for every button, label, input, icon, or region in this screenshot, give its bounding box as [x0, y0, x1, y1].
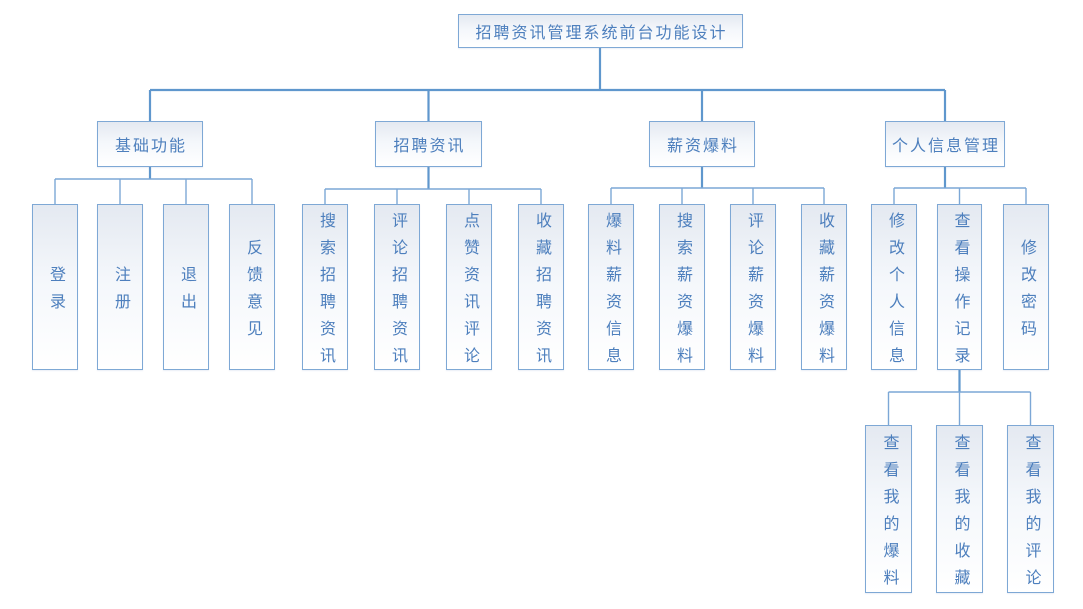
- node-search-recruit-info: 搜索招聘资讯: [302, 204, 348, 374]
- node-label: 退出: [178, 265, 195, 320]
- node-like-info-comment: 点赞资讯评论: [446, 204, 492, 374]
- node-edit-personal-info: 修改个人信息: [871, 204, 917, 374]
- node-label: 薪资爆料: [666, 138, 739, 155]
- node-root-title: 招聘资讯管理系统前台功能设计: [458, 14, 743, 48]
- node-view-my-comments: 查看我的评论: [1007, 425, 1054, 596]
- node-personal-info-management: 个人信息管理: [885, 121, 1005, 167]
- node-label: 修改密码: [1018, 238, 1035, 347]
- node-label: 搜索招聘资讯: [317, 211, 334, 374]
- node-label: 收藏招聘资讯: [533, 211, 550, 374]
- node-label: 基础功能: [114, 138, 187, 155]
- node-label: 查看操作记录: [951, 211, 969, 374]
- node-label: 注册: [112, 265, 129, 320]
- node-label: 登录: [47, 265, 64, 320]
- node-label: 查看我的爆料: [880, 433, 898, 596]
- node-salary-reveal: 薪资爆料: [649, 121, 755, 167]
- node-label: 招聘资讯: [393, 138, 466, 155]
- node-label: 查看我的评论: [1022, 433, 1040, 596]
- node-label: 修改个人信息: [886, 211, 903, 374]
- node-change-password: 修改密码: [1003, 204, 1049, 370]
- node-post-salary-info: 爆料薪资信息: [588, 204, 634, 374]
- node-login: 登录: [32, 204, 78, 370]
- node-favorite-salary-reveal: 收藏薪资爆料: [801, 204, 847, 374]
- node-view-my-reveals: 查看我的爆料: [865, 425, 912, 596]
- node-label: 搜索薪资爆料: [674, 211, 691, 374]
- node-label: 收藏薪资爆料: [816, 211, 833, 374]
- node-label: 查看我的收藏: [951, 433, 969, 596]
- node-search-salary-reveal: 搜索薪资爆料: [659, 204, 705, 374]
- node-label: 评论招聘资讯: [389, 211, 406, 374]
- node-view-operation-log: 查看操作记录: [937, 204, 982, 374]
- node-label: 爆料薪资信息: [603, 211, 620, 374]
- node-recruitment-info: 招聘资讯: [375, 121, 482, 167]
- node-logout: 退出: [163, 204, 209, 370]
- node-favorite-recruit-info: 收藏招聘资讯: [518, 204, 564, 374]
- node-feedback: 反馈意见: [229, 204, 275, 370]
- node-label: 评论薪资爆料: [745, 211, 762, 374]
- node-register: 注册: [97, 204, 143, 370]
- node-label: 反馈意见: [244, 238, 261, 347]
- node-comment-salary-reveal: 评论薪资爆料: [730, 204, 776, 374]
- node-root-label: 招聘资讯管理系统前台功能设计: [475, 25, 728, 42]
- node-view-my-favorites: 查看我的收藏: [936, 425, 983, 596]
- node-basic-functions: 基础功能: [97, 121, 203, 167]
- node-label: 个人信息管理: [891, 138, 1000, 155]
- node-comment-recruit-info: 评论招聘资讯: [374, 204, 420, 374]
- node-label: 点赞资讯评论: [461, 211, 478, 374]
